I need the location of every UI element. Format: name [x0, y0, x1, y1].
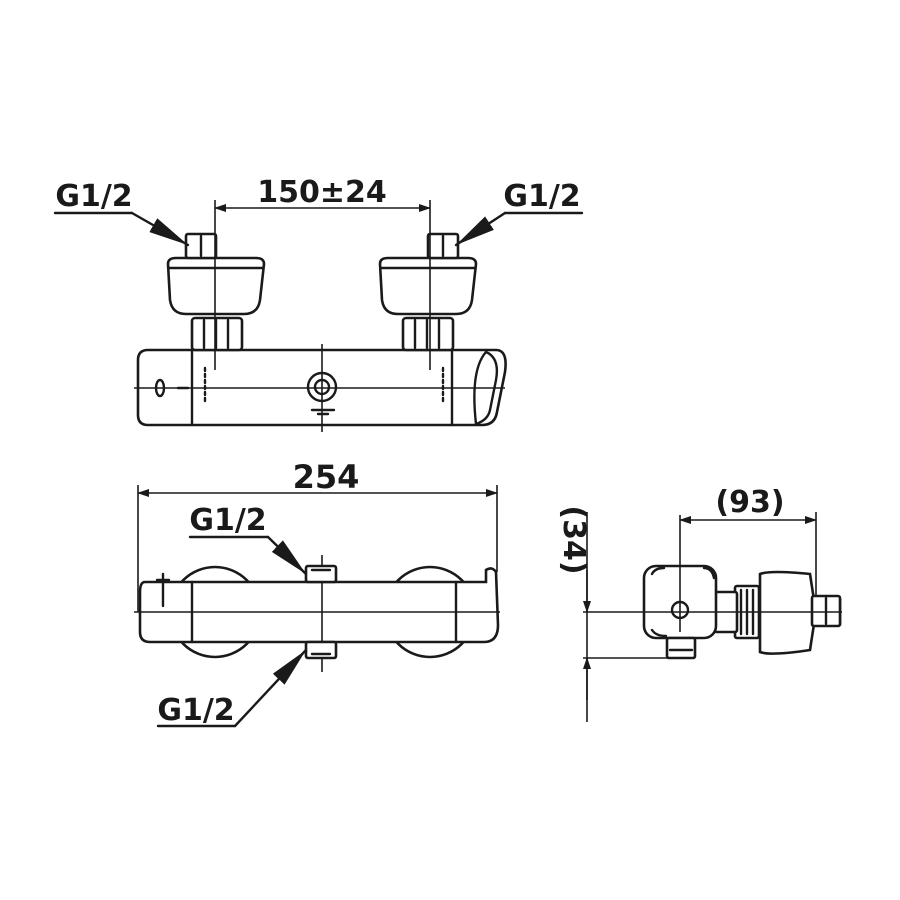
top-knob-mark [155, 572, 171, 608]
top-mixer-body [138, 567, 500, 644]
bottom-thread-label: G1/2 [157, 693, 234, 728]
overall-length-dimension [137, 485, 498, 612]
right-inlet-eccentric [378, 232, 478, 352]
left-thread-label: G1/2 [55, 179, 132, 214]
right-thread-label: G1/2 [503, 179, 580, 214]
height-label: (34) [556, 505, 591, 574]
center-distance-dimension [214, 200, 431, 370]
height-dimension [583, 512, 668, 722]
front-view: 150±24 G1/2 G1/2 [53, 175, 584, 432]
depth-label: (93) [715, 485, 784, 520]
top-view: 254 G1/2 G1/2 [134, 458, 500, 728]
depth-dimension [679, 512, 817, 596]
right-thread-leader [454, 211, 584, 247]
bottom-outlet-nut [304, 640, 338, 660]
top-outlet-nut [304, 564, 338, 584]
bottom-thread-leader [156, 648, 308, 728]
top-thread-label: G1/2 [189, 503, 266, 538]
top-thread-leader [188, 535, 308, 576]
overall-length-label: 254 [293, 458, 360, 496]
side-view: (93) (34) [556, 485, 842, 722]
left-inlet-eccentric [166, 232, 266, 352]
left-thread-leader [53, 211, 190, 247]
center-distance-label: 150±24 [257, 175, 387, 210]
